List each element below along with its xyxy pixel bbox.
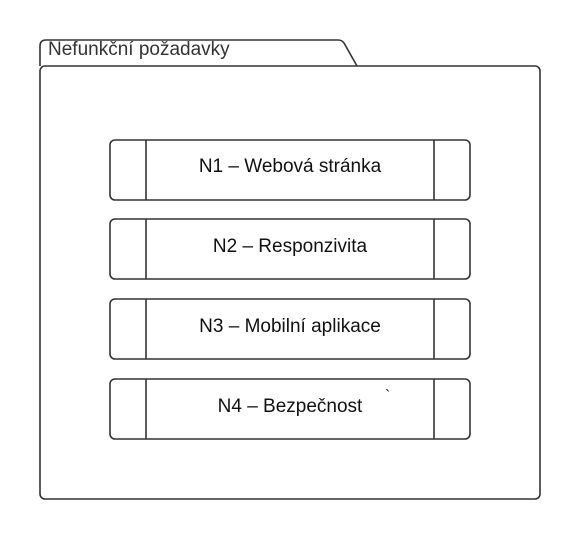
package-title: Nefunkční požadavky [48, 39, 230, 60]
stray-backtick-mark: ` [385, 388, 391, 405]
requirement-label-n1: N1 – Webová stránka [198, 156, 382, 177]
requirement-box-n2 [109, 218, 471, 280]
requirement-label-n4: N4 – Bezpečnost [217, 396, 363, 417]
requirement-label-n3: N3 – Mobilní aplikace [199, 316, 381, 337]
requirement-label-n2: N2 – Responzivita [212, 236, 368, 257]
requirement-box-n4 [109, 378, 471, 440]
package-tab [39, 39, 358, 67]
requirement-box-n1 [109, 139, 471, 201]
requirement-box-n3 [109, 298, 471, 360]
package-body [39, 65, 541, 500]
